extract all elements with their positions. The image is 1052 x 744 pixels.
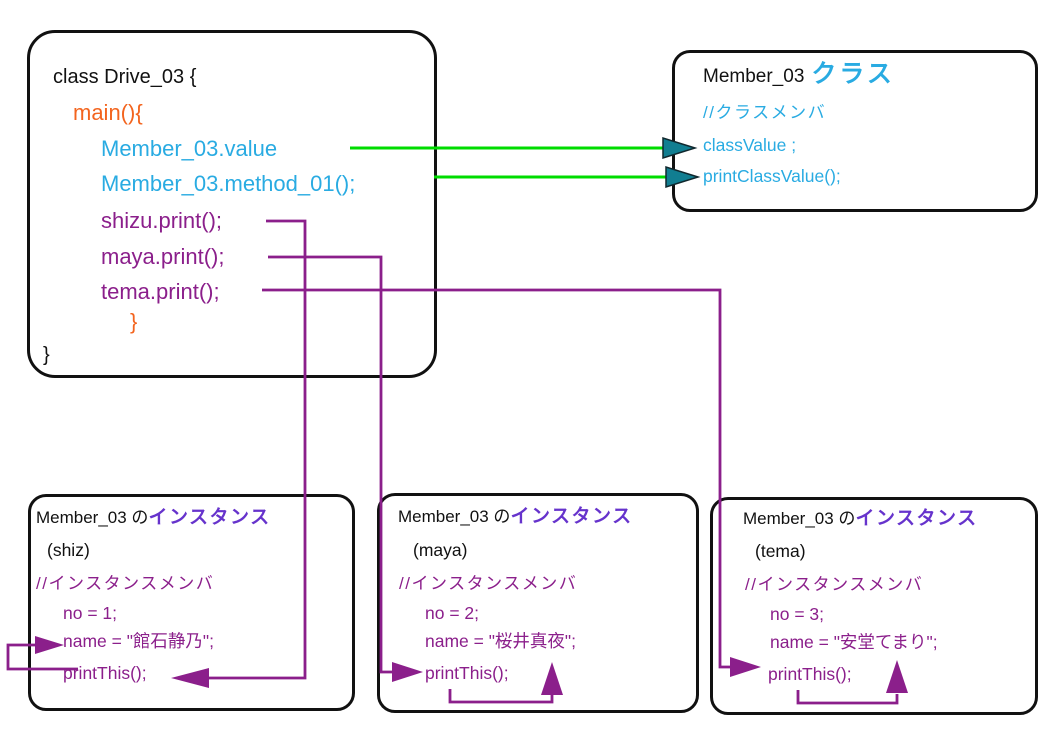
shiz-title: Member_03 のインスタンス	[36, 507, 271, 529]
drive-line-tema-print: tema.print();	[101, 279, 220, 304]
maya-var-name: (maya)	[413, 540, 468, 560]
drive-class-close: }	[43, 344, 50, 366]
shiz-print-line: printThis();	[63, 663, 147, 683]
maya-title-name: Member_03 の	[398, 507, 511, 526]
maya-title: Member_03 のインスタンス	[398, 506, 633, 528]
tema-var-name: (tema)	[755, 541, 806, 561]
maya-title-suffix: インスタンス	[510, 506, 633, 527]
class-member-printclassvalue: printClassValue();	[703, 166, 841, 186]
shiz-members-comment: //インスタンスメンバ	[36, 574, 215, 593]
shiz-title-name: Member_03 の	[36, 508, 149, 527]
class-members-comment: //クラスメンバ	[703, 103, 827, 122]
maya-members-comment: //インスタンスメンバ	[399, 574, 578, 593]
drive-line-maya-print: maya.print();	[101, 244, 225, 269]
tema-title-name: Member_03 の	[743, 509, 856, 528]
member-class-title: Member_03 クラス	[703, 60, 895, 89]
drive-main-open: main(){	[73, 100, 143, 125]
tema-title: Member_03 のインスタンス	[743, 508, 978, 530]
member-class-title-suffix: クラス	[811, 60, 895, 88]
tema-name-line: name = "安堂てまり";	[770, 632, 938, 652]
shiz-name-line: name = "館石静乃";	[63, 631, 215, 651]
class-member-classvalue: classValue ;	[703, 135, 797, 155]
drive-main-close: }	[130, 309, 138, 334]
drive-line-class-method: Member_03.method_01();	[101, 171, 356, 196]
shiz-var-name: (shiz)	[47, 540, 90, 560]
arrow-method-to-printclassvalue	[434, 165, 701, 189]
tema-members-comment: //インスタンスメンバ	[745, 575, 924, 594]
shiz-no-line: no = 1;	[63, 603, 118, 623]
shiz-title-suffix: インスタンス	[148, 507, 271, 528]
maya-no-line: no = 2;	[425, 603, 480, 623]
tema-no-line: no = 3;	[770, 604, 825, 624]
drive-line-shizu-print: shizu.print();	[101, 208, 223, 233]
maya-print-line: printThis();	[425, 663, 509, 683]
member-class-box	[672, 50, 1038, 212]
drive-class-declaration: class Drive_03 {	[53, 66, 197, 88]
member-class-title-name: Member_03	[703, 66, 805, 87]
tema-print-line: printThis();	[768, 664, 852, 684]
maya-name-line: name = "桜井真夜";	[425, 631, 577, 651]
drive-line-class-value: Member_03.value	[101, 136, 278, 161]
tema-title-suffix: インスタンス	[855, 508, 978, 529]
